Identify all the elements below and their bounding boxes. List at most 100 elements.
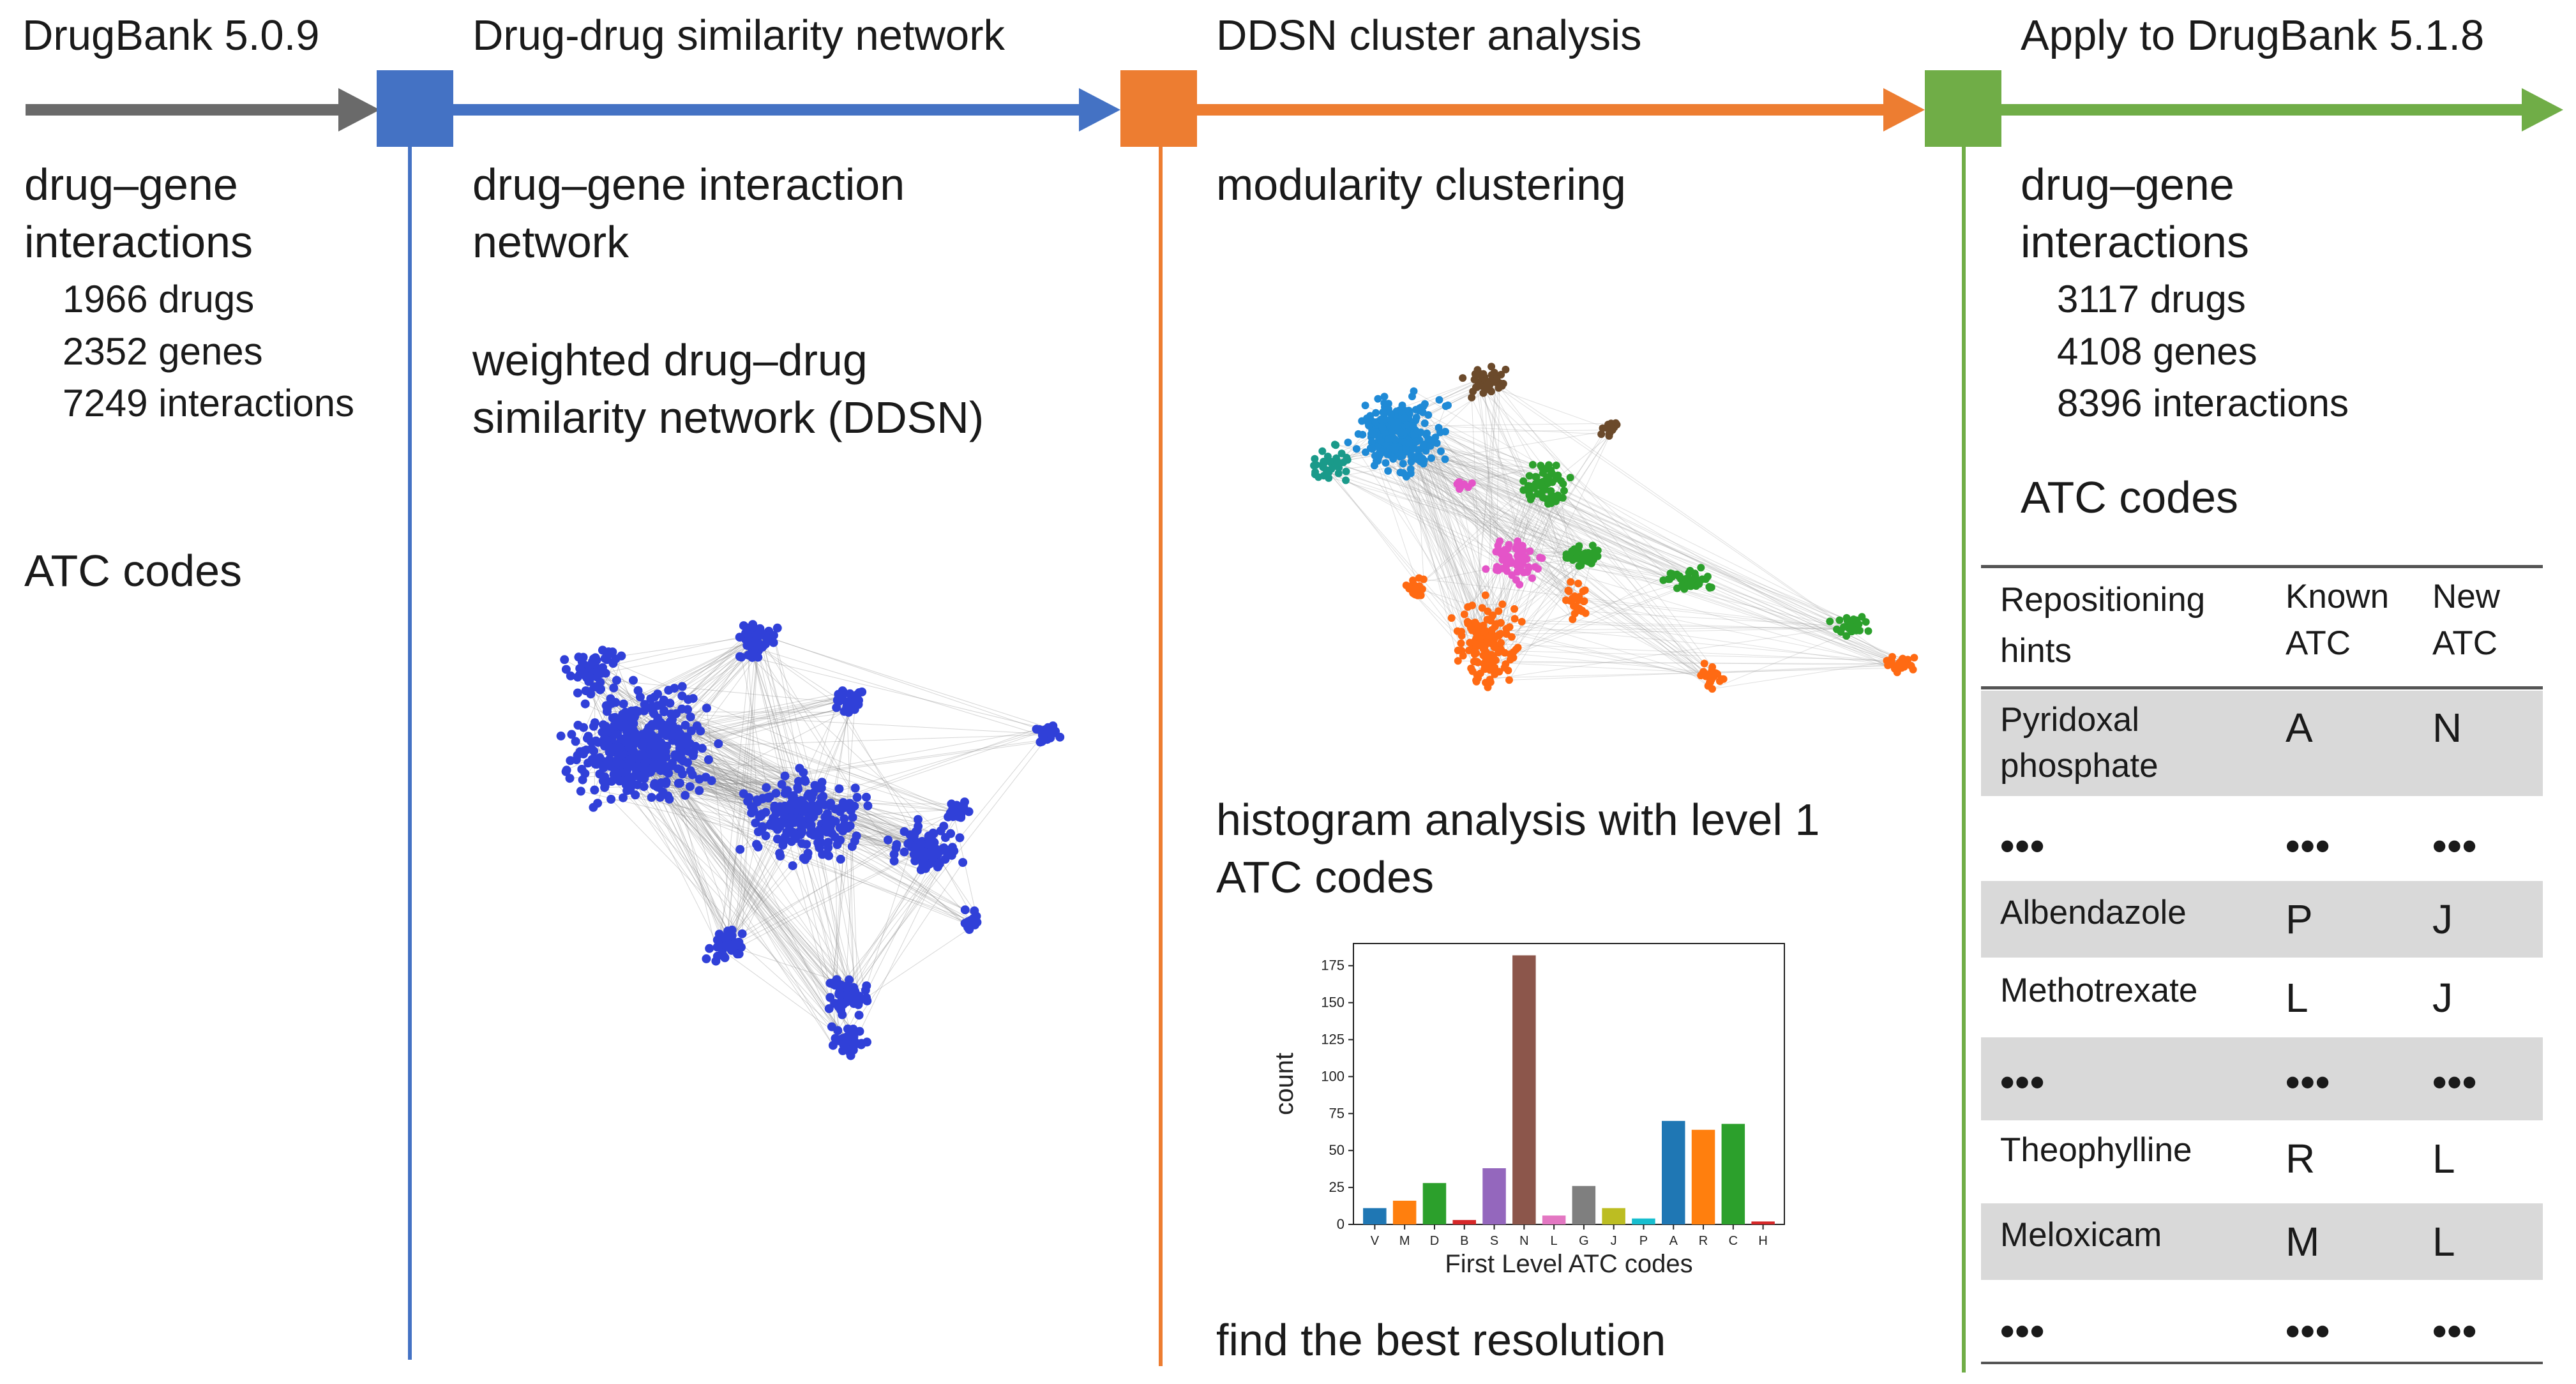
cluster-edge bbox=[1392, 442, 1905, 665]
cluster-edge bbox=[1418, 449, 1470, 651]
table-cell-new: J bbox=[2432, 896, 2453, 942]
cluster-node bbox=[1382, 459, 1390, 467]
cluster-node bbox=[1343, 453, 1351, 462]
network-node bbox=[836, 854, 845, 864]
cluster-edge bbox=[1419, 585, 1484, 626]
cluster-edge bbox=[1510, 560, 1706, 677]
cluster-edge bbox=[1470, 642, 1905, 663]
cluster-edge bbox=[1563, 490, 1852, 632]
cluster-node bbox=[1505, 676, 1513, 684]
network-node bbox=[775, 822, 785, 831]
bar bbox=[1632, 1218, 1655, 1224]
x-tick-label: H bbox=[1758, 1234, 1767, 1248]
network-node bbox=[627, 772, 636, 782]
network-edge bbox=[850, 825, 965, 924]
cluster-edge bbox=[1509, 556, 1586, 681]
cluster-edge bbox=[1403, 433, 1712, 671]
cluster-node bbox=[1426, 442, 1435, 450]
cluster-node bbox=[1435, 424, 1443, 432]
cluster-node bbox=[1719, 675, 1728, 683]
cluster-node bbox=[1668, 569, 1676, 578]
network-node bbox=[579, 723, 589, 732]
cluster-edge bbox=[1486, 384, 1607, 428]
network-node bbox=[788, 861, 797, 871]
cluster-edge bbox=[1495, 382, 1849, 629]
network-node bbox=[683, 705, 693, 714]
network-node bbox=[662, 741, 672, 751]
cluster-node bbox=[1398, 452, 1406, 460]
network-node bbox=[619, 768, 628, 778]
network-node bbox=[748, 803, 758, 813]
network-node bbox=[608, 659, 618, 668]
network-node bbox=[599, 763, 608, 773]
cluster-node bbox=[1412, 414, 1420, 421]
cluster-node bbox=[1493, 620, 1500, 628]
table-cell-ellipsis: ••• bbox=[2286, 1059, 2331, 1105]
cluster-node bbox=[1519, 568, 1528, 576]
cluster-edge bbox=[1322, 464, 1589, 562]
cluster-node bbox=[1454, 646, 1462, 654]
cluster-node bbox=[1419, 402, 1427, 410]
network-node bbox=[838, 1010, 847, 1019]
cluster-node bbox=[1699, 668, 1707, 677]
cluster-edge bbox=[1476, 387, 1567, 558]
bar bbox=[1512, 955, 1536, 1224]
network-edge bbox=[719, 797, 749, 935]
col1-heading-line1: drug–gene bbox=[24, 160, 238, 209]
network-edge bbox=[638, 711, 1051, 735]
cluster-edge bbox=[1586, 556, 1892, 661]
network-node bbox=[582, 733, 592, 743]
network-node bbox=[852, 793, 862, 802]
network-node bbox=[889, 856, 899, 866]
cluster-node bbox=[1411, 585, 1419, 593]
cluster-edge bbox=[1582, 610, 1851, 627]
cluster-node bbox=[1895, 660, 1903, 668]
cluster-edge bbox=[1373, 446, 1713, 689]
y-tick-label: 50 bbox=[1329, 1142, 1344, 1158]
network-node bbox=[704, 755, 713, 764]
network-node bbox=[770, 815, 780, 824]
cluster-node bbox=[1554, 492, 1562, 499]
cluster-edge bbox=[1372, 448, 1422, 596]
cluster-node bbox=[1410, 387, 1418, 395]
network-node bbox=[685, 782, 695, 792]
network-node bbox=[780, 811, 789, 821]
network-node bbox=[960, 905, 970, 915]
network-node bbox=[658, 755, 668, 764]
table-cell-drug: Meloxicam bbox=[2000, 1216, 2162, 1254]
network-node bbox=[712, 951, 722, 961]
network-edge bbox=[845, 862, 963, 1038]
network-edge bbox=[686, 733, 1051, 747]
network-node bbox=[679, 756, 688, 766]
cluster-edge bbox=[1370, 448, 1486, 670]
network-node bbox=[619, 793, 628, 802]
cluster-edge bbox=[1323, 475, 1710, 587]
cluster-edge bbox=[1494, 610, 1578, 645]
cluster-edge bbox=[1412, 458, 1582, 560]
cluster-node bbox=[1544, 500, 1552, 508]
network-node bbox=[566, 671, 575, 681]
network-edge bbox=[846, 706, 859, 1005]
cluster-node bbox=[1456, 485, 1464, 493]
network-node bbox=[565, 774, 575, 783]
cluster-edge bbox=[1476, 624, 1857, 682]
network-node bbox=[815, 825, 824, 835]
network-node bbox=[579, 749, 588, 759]
network-node bbox=[619, 699, 628, 709]
table-top-rule bbox=[1981, 565, 2543, 568]
table-cell-known: R bbox=[2286, 1136, 2316, 1182]
network-node bbox=[695, 786, 704, 795]
cluster-node bbox=[1479, 370, 1488, 378]
network-edge bbox=[664, 710, 958, 810]
cluster-node bbox=[1581, 586, 1589, 594]
bar bbox=[1691, 1129, 1715, 1224]
cluster-edge bbox=[1485, 650, 1905, 661]
cluster-edge bbox=[1423, 578, 1869, 631]
network-node bbox=[661, 731, 671, 741]
network-edge bbox=[819, 836, 848, 989]
network-edge bbox=[679, 783, 843, 1015]
cluster-edge bbox=[1464, 484, 1685, 590]
cluster-edge bbox=[1541, 467, 1714, 675]
network-node bbox=[659, 720, 668, 730]
stage-2-title: Drug-drug similarity network bbox=[472, 11, 1005, 59]
